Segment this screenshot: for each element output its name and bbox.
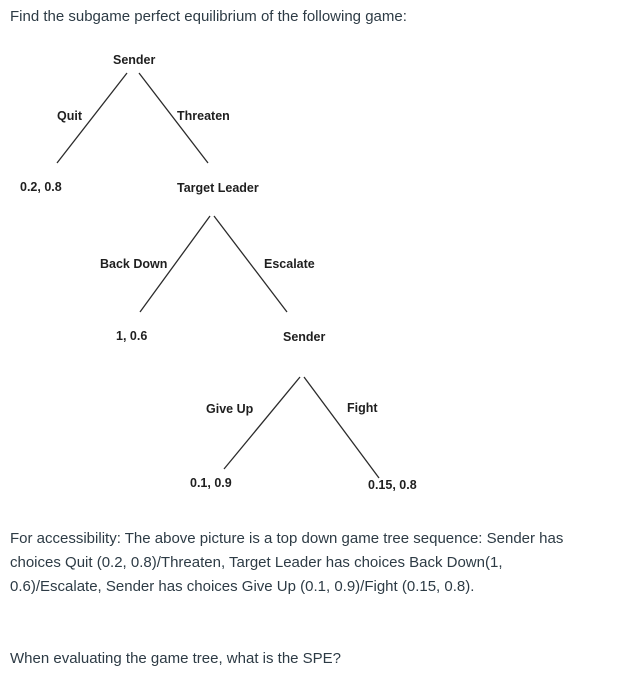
game-tree-edges	[56, 72, 380, 479]
tree-edge-5	[303, 376, 380, 479]
tree-action-label-fight: Fight	[347, 401, 378, 415]
tree-action-label-quit: Quit	[57, 109, 82, 123]
tree-player-label-sender2: Sender	[283, 330, 326, 344]
tree-action-label-give_up: Give Up	[206, 402, 254, 416]
tree-player-label-sender1: Sender	[113, 53, 156, 67]
tree-edge-1	[138, 72, 209, 164]
tree-action-label-back_down: Back Down	[100, 257, 168, 271]
tree-edge-2	[139, 215, 211, 313]
tree-payoff-label-give_up: 0.1, 0.9	[190, 476, 232, 490]
tree-payoff-label-quit: 0.2, 0.8	[20, 180, 62, 194]
tree-payoff-label-back_down: 1, 0.6	[116, 329, 148, 343]
tree-payoff-label-fight: 0.15, 0.8	[368, 478, 417, 492]
spe-question: When evaluating the game tree, what is t…	[10, 650, 342, 667]
tree-edge-3	[213, 215, 288, 313]
tree-action-label-escalate: Escalate	[264, 257, 315, 271]
tree-edge-0	[56, 72, 128, 164]
tree-player-label-target_leader: Target Leader	[177, 181, 259, 195]
question-prompt: Find the subgame perfect equilibrium of …	[10, 8, 407, 25]
tree-edge-4	[223, 376, 301, 470]
tree-action-label-threaten: Threaten	[177, 109, 230, 123]
accessibility-text: For accessibility: The above picture is …	[10, 530, 564, 595]
